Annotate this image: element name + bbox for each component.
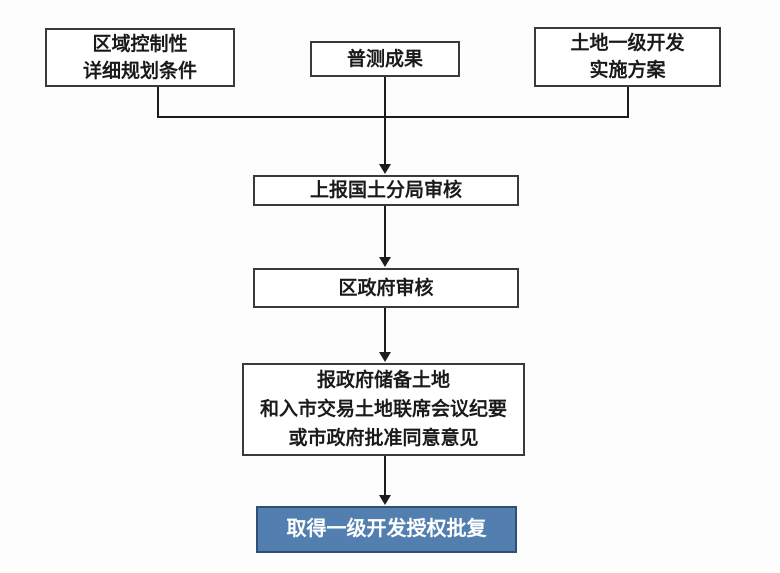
- node-label-line: 区域控制性: [92, 33, 188, 55]
- node-joint-meeting: 报政府储备土地 和入市交易土地联席会议纪要 或市政府批准同意意见: [242, 363, 525, 456]
- connector-left-stub: [157, 87, 159, 118]
- node-survey-results: 普测成果: [310, 41, 460, 77]
- node-label-line: 详细规划条件: [82, 60, 197, 82]
- arrowhead-down-4: [379, 495, 391, 505]
- node-label-line: 上报国土分局审核: [309, 180, 462, 201]
- node-label-line: 报政府储备土地: [316, 370, 450, 391]
- node-label-line: 和入市交易土地联席会议纪要: [259, 399, 507, 420]
- node-land-dev-plan: 土地一级开发 实施方案: [534, 27, 721, 87]
- arrowhead-down-2: [379, 257, 391, 267]
- node-authorization-approval: 取得一级开发授权批复: [256, 506, 517, 553]
- connector-line-2: [384, 206, 386, 257]
- arrowhead-down-3: [379, 352, 391, 362]
- node-label-line: 普测成果: [346, 48, 423, 70]
- node-label-line: 实施方案: [589, 60, 666, 81]
- node-label-line: 土地一级开发: [570, 33, 685, 54]
- connector-merge-bus: [157, 116, 629, 118]
- node-planning-conditions: 区域控制性 详细规划条件: [45, 28, 235, 87]
- connector-line-3: [384, 308, 386, 352]
- node-district-gov: 区政府审核: [253, 268, 519, 308]
- node-label-line: 或市政府批准同意意见: [288, 428, 479, 449]
- arrowhead-down-1: [379, 164, 391, 174]
- connector-line-4: [384, 456, 386, 495]
- connector-center-line: [384, 77, 386, 165]
- node-report-bureau: 上报国土分局审核: [253, 175, 519, 206]
- connector-right-stub: [627, 87, 629, 118]
- node-label-line: 取得一级开发授权批复: [286, 518, 487, 540]
- node-label-line: 区政府审核: [338, 277, 434, 299]
